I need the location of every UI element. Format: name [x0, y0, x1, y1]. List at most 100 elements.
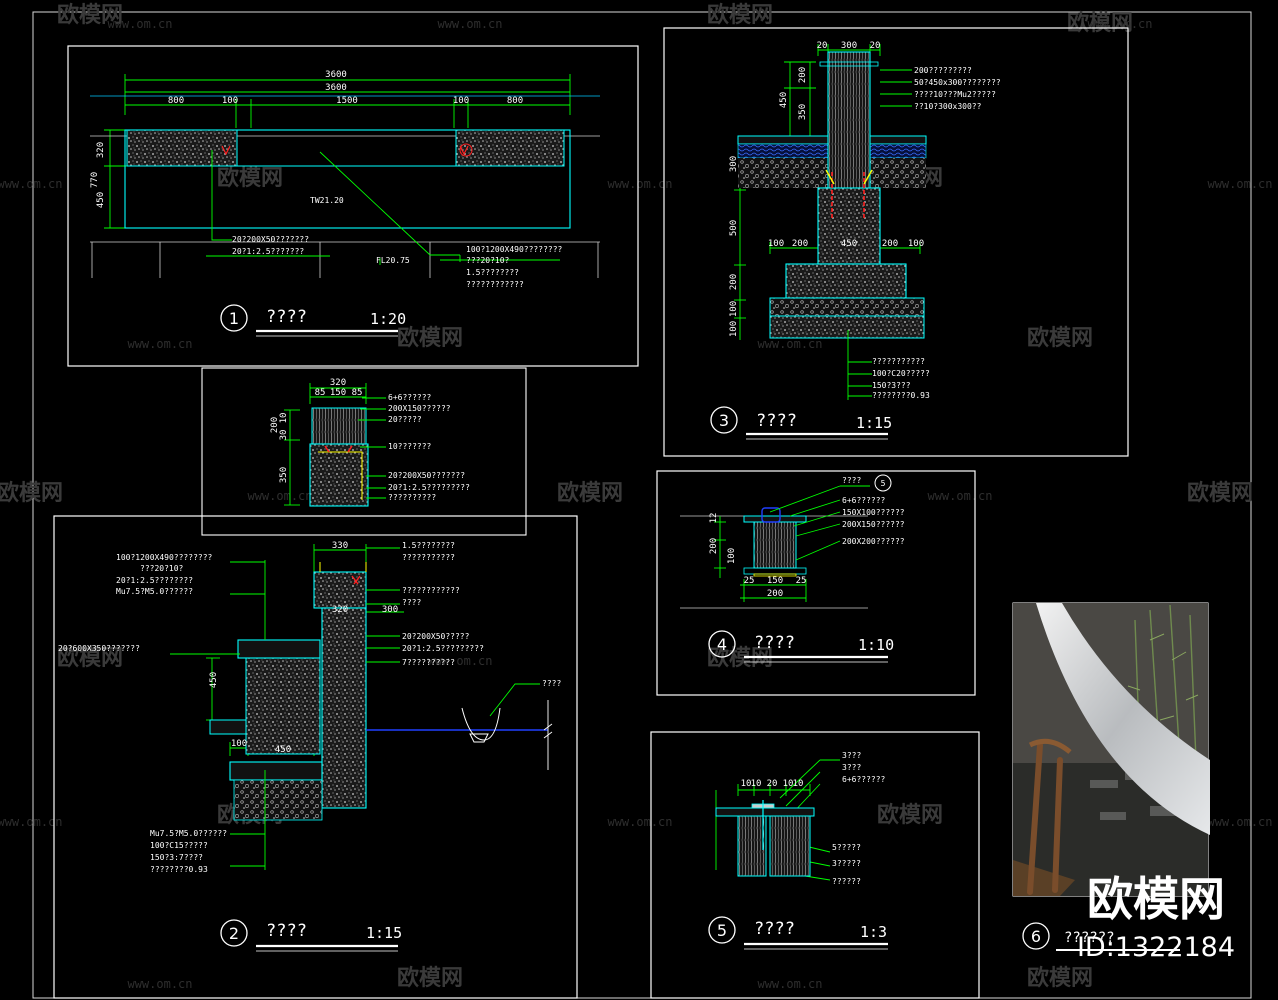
dim-label: 10 [279, 413, 289, 424]
dim-label: 10 [751, 779, 762, 789]
detail-scale: 1:20 [370, 310, 406, 328]
note: 200????????? [914, 66, 972, 75]
watermark-site: www.om.cn [607, 815, 672, 829]
dim-label: 320 [330, 378, 346, 388]
detail-scale: 1:15 [856, 414, 892, 432]
detail-number-badge [220, 304, 248, 332]
watermark-site: www.om.cn [757, 337, 822, 351]
dim-label: 330 [332, 541, 348, 551]
dim-label: 200 [729, 274, 739, 290]
note: 200X150?????? [842, 520, 905, 529]
detail-number: 1 [229, 309, 239, 328]
detail-title: ?????? [1064, 930, 1115, 946]
detail-number-badge [710, 406, 738, 434]
detail-3: 20 300 20 200 450 350 300 500 100 200 10… [663, 27, 1129, 457]
watermark-site: www.om.cn [107, 17, 172, 31]
note: 100?C20????? [872, 369, 930, 378]
watermark-brand: 欧模网 [877, 802, 943, 828]
dim-label: 320 [332, 605, 348, 615]
dim-label: 20 [767, 779, 778, 789]
note: ???? [542, 679, 561, 688]
note: 20?1:2.5???????? [116, 576, 193, 585]
detail-2: 330 320 300 450 100 450 100?1200X490????… [53, 515, 578, 999]
dim-label: 800 [168, 96, 184, 106]
note: ???????????? [466, 280, 524, 289]
note: 1.5???????? [402, 541, 455, 550]
note: 6+6?????? [842, 496, 886, 505]
detail-number: 2 [229, 924, 239, 943]
dim-label: 100 [222, 96, 238, 106]
note: ???20?10? [466, 256, 510, 265]
watermark-site: www.om.cn [127, 977, 192, 991]
dim-label: 800 [507, 96, 523, 106]
watermark-site: www.om.cn [927, 489, 992, 503]
detail-scale: 1:3 [860, 923, 887, 941]
note: 50?450x300???????? [914, 78, 1001, 87]
elevation-label: TW21.20 [310, 196, 344, 205]
note: 6+6?????? [388, 393, 432, 402]
dim-label: 100 [727, 548, 737, 564]
detail-1: 3600 3600 800 100 1500 100 800 320 770 4… [67, 45, 639, 367]
dim-label: 10 [741, 779, 752, 789]
note: 100?1200X490???????? [116, 553, 213, 562]
detail-5-frame [650, 731, 980, 999]
detail-scale: 1:15 [366, 924, 402, 942]
sheet-frame [32, 11, 1252, 999]
watermark-brand: 欧模网 [217, 165, 283, 191]
dim-label: 450 [209, 672, 219, 688]
detail-number: 6 [1031, 927, 1041, 946]
watermark-brand: 欧模网 [397, 965, 463, 991]
note: 20?600X350??????? [58, 644, 140, 653]
dim-label: 200 [767, 589, 783, 599]
dim-label: 350 [279, 467, 289, 483]
dim-label: 12 [709, 513, 719, 524]
note: Mu7.5?M5.0?????? [150, 829, 227, 838]
dim-label: 150 [330, 388, 346, 398]
watermark-site: www.om.cn [757, 977, 822, 991]
note: 1.5???????? [466, 268, 519, 277]
watermark-site: www.om.cn [427, 654, 492, 668]
note: 100?1200X490???????? [466, 245, 563, 254]
photo-content [1013, 603, 1210, 896]
detail-title: ???? [754, 633, 795, 653]
watermark-site: www.om.cn [437, 17, 502, 31]
detail-title: ???? [756, 411, 797, 431]
sub-detail: 320 85 150 85 200 10 30 350 6+6?????? 20… [201, 367, 527, 536]
dim-label: 25 [796, 576, 807, 586]
brand-logo-text: 欧模网 [1087, 872, 1225, 926]
note: ?????????? [388, 493, 436, 502]
note: ????????0.93 [872, 391, 930, 400]
note: ??10?300x300?? [914, 102, 982, 111]
note: 200X200?????? [842, 537, 905, 546]
note: 150?3:7???? [150, 853, 203, 862]
detail-number: 3 [719, 411, 729, 430]
detail-scale: 1:10 [858, 636, 894, 654]
watermark-brand: 欧模网 [57, 645, 123, 671]
watermark-site: www.om.cn [247, 489, 312, 503]
dim-label: 1500 [336, 96, 358, 106]
note: 150X100?????? [842, 508, 905, 517]
detail-number-badge [708, 916, 736, 944]
callout-number: 5 [881, 479, 886, 488]
detail-2-frame [53, 515, 578, 999]
dim-label: 10 [783, 779, 794, 789]
detail-6: 6 ?????? [1012, 602, 1210, 951]
note: ??????????? [872, 357, 925, 366]
dim-label: 200 [270, 417, 280, 433]
detail-1-frame [67, 45, 639, 367]
note: 10??????? [388, 442, 432, 451]
note: ????????0.93 [150, 865, 208, 874]
dim-label: 450 [96, 192, 106, 208]
detail-number-badge [1022, 922, 1050, 950]
watermark-brand: 欧模网 [1027, 965, 1093, 991]
note: 20?1:2.5??????? [232, 247, 304, 256]
note: 20?200X50??????? [232, 235, 309, 244]
detail-number-badge [708, 630, 736, 658]
dim-label: 500 [729, 220, 739, 236]
dim-label: 100 [768, 239, 784, 249]
dim-label: 770 [90, 172, 100, 188]
dim-label: 100 [453, 96, 469, 106]
dim-label: 200 [882, 239, 898, 249]
note: ?????? [832, 877, 861, 886]
